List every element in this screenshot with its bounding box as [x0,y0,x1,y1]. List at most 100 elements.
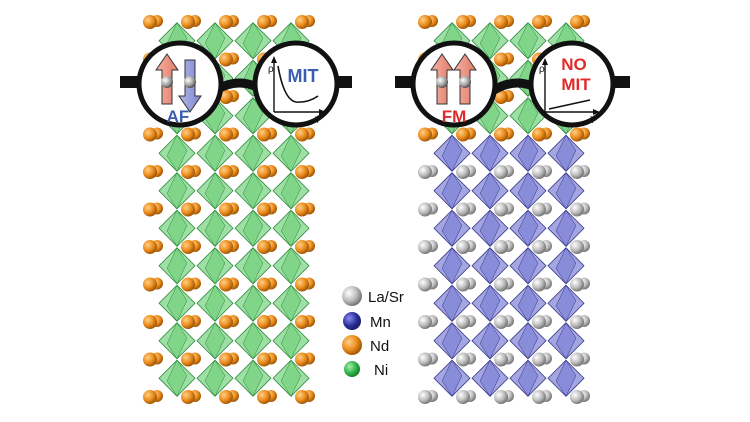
mit-label: MIT [561,75,591,94]
mn-octahedron [547,134,585,172]
right-glasses-lens-right [528,40,616,128]
nd-atom [295,127,315,142]
legend-item-ni: Ni [344,361,388,379]
ni-octahedron [234,359,272,397]
mn-octahedron [471,284,509,322]
mn-octahedron [547,322,585,360]
lasr-atom [456,240,476,254]
graph-x-axis-label: T [590,115,596,125]
spin-up-arrow-icon [155,53,179,105]
left-glasses-lens-right [252,40,340,128]
ni-octahedron [272,172,310,210]
lasr-atom [532,315,552,329]
nd-atom [295,390,315,404]
lasr-atom [418,202,438,217]
nd-atom [257,165,277,179]
nd-atom [570,15,590,29]
nd-atom [257,277,277,292]
nd-atom [257,352,277,367]
lasr-atom [532,202,552,217]
lasr-atom [418,277,438,292]
ni-octahedron [158,247,196,285]
nd-atom [219,202,239,217]
graph-y-axis-label: ρ [268,64,274,75]
mn-octahedron [433,359,471,397]
left-glasses-temple-left [120,76,142,88]
nd-atom [295,15,315,29]
mn-octahedron [509,359,547,397]
nd-atom [219,90,239,104]
nd-atom [143,277,163,292]
ni-octahedron [234,172,272,210]
nd-atom [219,352,239,367]
lasr-atom [570,277,590,292]
lasr-atom [570,202,590,217]
metallic-curve [548,99,591,110]
lasr-atom-icon [342,286,362,306]
mn-octahedron [471,134,509,172]
lasr-atom [532,277,552,292]
lasr-atom [532,352,552,367]
nd-atom [418,127,438,142]
nd-atom [257,315,277,329]
lasr-atom [570,165,590,179]
lasr-atom [456,315,476,329]
ni-octahedron [234,209,272,247]
legend-label: La/Sr [368,289,404,306]
mit-label: MIT [288,66,319,86]
mn-octahedron [509,247,547,285]
mn-octahedron [433,284,471,322]
legend: La/Sr Mn Nd Ni [342,286,404,379]
mn-octahedron [471,247,509,285]
lasr-atom [418,165,438,179]
nd-atom [295,165,315,179]
ni-octahedron [196,172,234,210]
nd-atom [181,315,201,329]
ni-octahedron [272,134,310,172]
nd-atom [494,127,514,142]
nd-atom [295,352,315,367]
mn-octahedron [433,172,471,210]
ni-octahedron [158,359,196,397]
nd-atom [143,240,163,254]
left-nickelate-structure [143,15,315,404]
nd-atom [295,315,315,329]
nd-atom [143,165,163,179]
ni-octahedron [158,134,196,172]
nd-atom [257,15,277,29]
nd-atom [143,315,163,329]
nd-atom [181,127,201,142]
nd-atom [181,352,201,367]
mn-octahedron [547,359,585,397]
lasr-atom [494,277,514,292]
mn-octahedron [509,209,547,247]
nd-atom [219,390,239,404]
graph-x-axis-label: T [315,115,321,125]
ni-octahedron [158,322,196,360]
nd-atom [456,127,476,142]
af-label: AF [167,107,190,126]
nd-atom [257,390,277,404]
lasr-atom [456,165,476,179]
nd-atom [494,90,514,104]
ni-octahedron [234,22,272,60]
legend-label: Nd [370,338,389,355]
ni-octahedron [234,134,272,172]
mn-octahedron [547,247,585,285]
lasr-atom [570,390,590,404]
mit-curve [277,65,319,103]
mn-octahedron [471,209,509,247]
ni-octahedron [234,322,272,360]
nd-atom [143,390,163,404]
nd-atom [219,165,239,179]
right-glasses-lens-left [410,40,498,128]
mn-octahedron [433,209,471,247]
left-glasses: AF ρ T MIT [120,40,352,128]
mn-octahedron [509,322,547,360]
nd-atom [181,165,201,179]
nd-atom [570,127,590,142]
legend-item-lasr: La/Sr [342,286,404,306]
spin-up-arrow-icon [453,53,477,105]
lasr-atom [494,165,514,179]
ni-octahedron [272,209,310,247]
